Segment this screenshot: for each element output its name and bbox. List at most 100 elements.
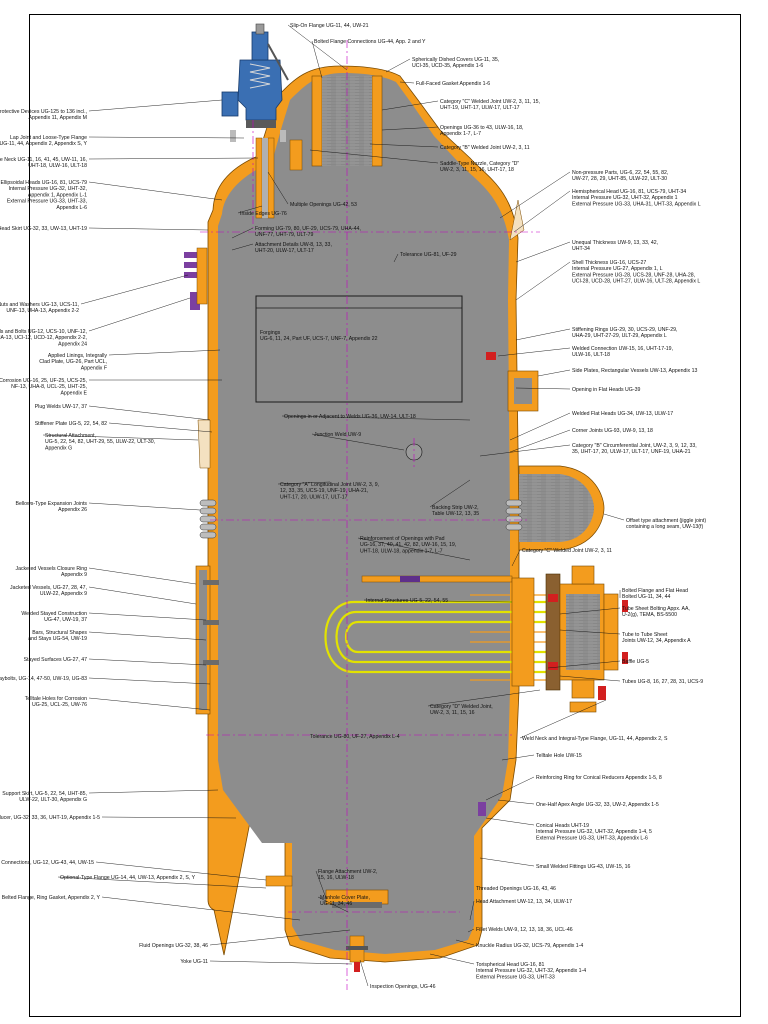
- leader-line-l32: [515, 387, 571, 390]
- callout-line: Category "D" Welded Joint,: [430, 704, 493, 710]
- callout-line: Stayed Surfaces UG-27, 47: [24, 657, 88, 663]
- leader-line-l13: [237, 205, 263, 214]
- leader-line-l1: [287, 24, 348, 71]
- callout-line: UG-6, 11, 24, Part UF, UCS-7, UNF-7, App…: [260, 336, 378, 342]
- leader-line-l15: [88, 227, 209, 231]
- callout-line: UHT-18, ULW-18, appendix 1-7, L-7: [360, 548, 443, 554]
- callout-line: Conical Shell Reducer, UG-32, 33, 36, UH…: [0, 815, 100, 821]
- callout-l65: One-Half Apex Angle UG-32, 33, UW-2, App…: [536, 802, 659, 808]
- callout-line: Internal Pressure UG-32, UHT-32, Appendi…: [536, 829, 652, 835]
- callout-l71: Flange Attachment UW-2,15, 16, ULW-18: [318, 869, 377, 881]
- callout-line: 35, UHT-17, 20, ULW-17, ULT-17, UNF-19, …: [572, 449, 691, 455]
- callout-line: External Pressure UG-33, UHT-33,: [7, 199, 87, 205]
- callout-line: UG-47, UW-19, 37: [44, 617, 87, 623]
- callout-line: Corrosion UG-16, 25, UF-25, UCS-25,: [0, 378, 87, 384]
- callout-line: ULW-22, ULT-30, Appendix G: [19, 797, 87, 803]
- callout-line: Support Skirt, UG-5, 22, 54, UHT-85,: [2, 791, 87, 797]
- callout-line: Flange Attachment UW-2,: [318, 869, 377, 875]
- callout-l72: Threaded Openings UG-16, 43, 46: [476, 886, 556, 892]
- leader-line-l57: [559, 675, 621, 682]
- top-nozzle-wall-left: [311, 75, 323, 167]
- callout-line: Staybolts, UG-14, 47-50, UW-19, UG-83: [0, 676, 87, 682]
- top-nozzle-wall-right: [371, 75, 383, 167]
- leader-line-l64: [88, 789, 219, 794]
- leader-line-l37: [509, 429, 571, 453]
- callout-line: Welded Stayed Construction: [21, 611, 87, 617]
- callout-line: Corner Joints UG-93, UW-9, 13, 18: [572, 428, 653, 434]
- leader-line-l53: [559, 629, 621, 635]
- callout-line: Jacketed Vessels, UG-27, 28, 47,: [10, 585, 87, 591]
- callout-l40: Category "A" Longitudinal Joint UW-2, 3,…: [280, 482, 379, 500]
- leader-line-l42: [429, 479, 471, 508]
- drawing-frame: [29, 14, 741, 1017]
- leader-line-l47: [88, 586, 197, 605]
- callout-line: Table UW-12, 13, 35: [432, 511, 479, 517]
- leader-line-l38: [311, 433, 405, 451]
- callout-line: Junction Weld UW-9: [314, 432, 361, 438]
- leader-line-l14: [267, 171, 289, 205]
- leader-line-l81: [359, 959, 369, 987]
- callout-line: UW-2, 3, 11, 15, 16: [430, 710, 475, 716]
- leader-line-l78: [209, 929, 351, 946]
- callout-l1: Slip-On Flange UG-11, 44, UW-21: [290, 23, 369, 29]
- callout-l51: Tube Sheet Bolting Appx. AA,U-2(g), TEMA…: [622, 606, 690, 618]
- leader-line-l70: [57, 876, 267, 889]
- bellows-expansion-joint: [199, 499, 523, 539]
- leader-line-l19: [231, 243, 254, 251]
- callout-l57: Tubes UG-8, 16, 27, 28, 31, UCS-9: [622, 679, 703, 685]
- callout-line: Nuts and Washers UG-13, UCS-11,: [0, 302, 79, 308]
- leader-line-l69: [479, 857, 535, 867]
- leader-line-l10: [88, 136, 245, 139]
- callout-line: Category "C" Welded Joint UW-2, 3, 11: [522, 548, 612, 554]
- callout-l48: Internal Structures UG-5, 22, 54, 55: [366, 598, 448, 604]
- leader-line-l12: [88, 181, 223, 201]
- channel-head: [511, 565, 628, 713]
- leader-line-l50: [88, 612, 207, 621]
- callout-line: UHT-17, 20, ULW-17, ULT-17: [280, 494, 348, 500]
- callout-l69: Small Welded Fittings UG-43, UW-15, 16: [536, 864, 630, 870]
- leader-line-l77: [455, 939, 475, 946]
- callout-line: Threaded Openings UG-16, 43, 46: [476, 886, 556, 892]
- callout-l62: Telltale Hole UW-15: [536, 753, 582, 759]
- callout-line: UW-2, 3, 11, 15, 16, UHT-17, 18: [440, 167, 514, 173]
- callout-line: UHA-29, UHT-27-29, ULT-29, Appendix L: [572, 333, 667, 339]
- callout-line: Jacketed Vessels Closure Ring: [15, 566, 87, 572]
- callout-line: Category "A" Longitudinal Joint UW-2, 3,…: [280, 482, 379, 488]
- callout-l17: Hemispherical Head UG-16, 81, UCS-79, UH…: [572, 189, 701, 207]
- callout-line: Side Plates, Rectangular Vessels UW-13, …: [572, 368, 697, 374]
- callout-l64: Support Skirt, UG-5, 22, 54, UHT-85,ULW-…: [2, 791, 87, 803]
- callout-l8: Saddle-Type Nozzle, Category "D"UW-2, 3,…: [440, 161, 519, 173]
- callout-line: Appendix 24: [58, 341, 87, 347]
- callout-line: Multiple Openings UG-42, 53: [290, 202, 357, 208]
- callout-line: UG-5, 22, 54, 82, UHT-29, 55, ULW-22, UL…: [45, 439, 155, 445]
- callout-line: Internal Pressure UG-27, Appendix 1, L: [572, 266, 663, 272]
- leader-line-l51: [559, 607, 621, 615]
- callout-line: Spherically Dished Covers UG-11, 35,: [412, 57, 499, 63]
- callout-line: UHT-20, ULW-17, ULT-17: [255, 248, 314, 254]
- callout-line: ULW-16, ULT-18: [572, 352, 610, 358]
- callout-line: Appendix E: [60, 390, 87, 396]
- callout-l16: Non-pressure Parts, UG-6, 22, 54, 55, 82…: [572, 170, 668, 182]
- callout-l6: Openings UG-36 to 43, ULW-16, 18,Appendi…: [440, 125, 523, 137]
- callout-l34: Openings in or Adjacent to Welds UG-36, …: [284, 414, 416, 420]
- callout-line: Appendix 26: [58, 507, 87, 513]
- callout-line: Forgings: [260, 330, 281, 336]
- saddle-nozzle: [289, 139, 303, 171]
- leader-line-l41: [88, 502, 201, 511]
- callout-line: Protective Devices UG-125 to 136 incl.,: [0, 109, 87, 115]
- callout-line: Yoke UG-11: [180, 959, 208, 965]
- callout-line: Fluid Openings UG-32, 38, 46: [139, 943, 208, 949]
- callout-l18: Forming UG-79, 80, UF-29, UCS-79, UHA-44…: [255, 226, 361, 238]
- manhole: [325, 889, 389, 972]
- callout-l33: Stiffener Plate UG-5, 22, 54, 82: [35, 421, 107, 427]
- callout-line: Tube to Tube Sheet: [622, 632, 668, 638]
- callout-l56: Staybolts, UG-14, 47-50, UW-19, UG-83: [0, 676, 87, 682]
- lifting-lug: [509, 199, 525, 241]
- callout-line: Internal Pressure UG-32, UHT-32, Appendi…: [476, 968, 586, 974]
- callout-line: Baffle UG-5: [622, 659, 649, 665]
